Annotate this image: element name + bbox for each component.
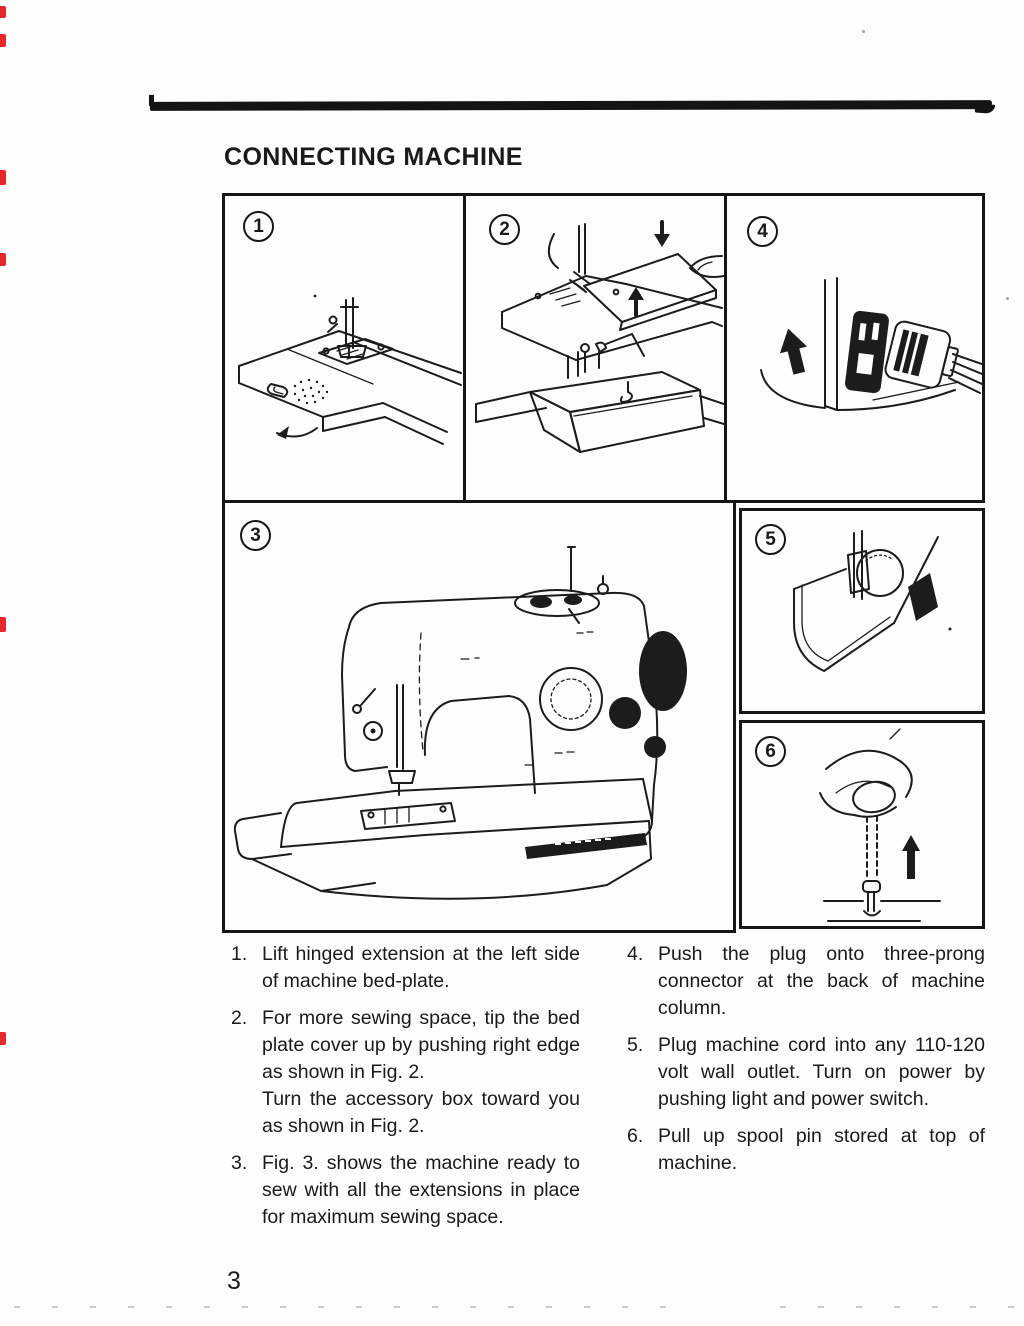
- grid-divider: [463, 196, 466, 500]
- figure-panel-6: [739, 720, 985, 929]
- fig5-illustration-power-switch: [793, 530, 952, 672]
- light-power-switch: [908, 573, 938, 621]
- figure-number-badge-1: 1: [243, 211, 274, 242]
- power-cord: [948, 353, 982, 394]
- selector-knob: [609, 697, 641, 729]
- instruction-item-4: 4. Push the plug onto three-prong connec…: [627, 941, 985, 1022]
- instruction-text: Fig. 3. shows the machine ready to sew w…: [262, 1152, 580, 1228]
- instruction-number: 3.: [231, 1152, 248, 1174]
- instruction-item-1: 1. Lift hinged extension at the left sid…: [231, 941, 580, 995]
- scan-speck: [1006, 297, 1009, 300]
- figure-number-badge-6: 6: [755, 736, 786, 767]
- instruction-text: Lift hinged extension at the left side o…: [262, 943, 580, 992]
- figure-number: 5: [765, 528, 776, 550]
- figure-number-badge-2: 2: [489, 214, 520, 245]
- figure-number: 4: [757, 220, 768, 242]
- handwheel: [639, 631, 687, 711]
- three-prong-socket: [845, 310, 889, 394]
- figure-number-badge-3: 3: [240, 520, 271, 551]
- scan-edge-mark: [0, 253, 6, 266]
- up-arrow-icon: [779, 328, 808, 375]
- instruction-item-6: 6. Pull up spool pin stored at top of ma…: [627, 1123, 985, 1177]
- grid-divider: [724, 196, 727, 500]
- scan-edge-mark: [0, 617, 6, 632]
- instruction-text: Pull up spool pin stored at top of machi…: [658, 1125, 985, 1174]
- fig4-illustration-plug-connector: [760, 277, 982, 411]
- instruction-number: 1.: [231, 943, 248, 965]
- figure-panel-5: [739, 508, 985, 714]
- scan-speck: [862, 30, 865, 33]
- figure-number-badge-5: 5: [755, 524, 786, 555]
- instruction-number: 4.: [627, 943, 644, 965]
- figure-number-badge-4: 4: [747, 216, 778, 247]
- scan-noise: [14, 1306, 674, 1308]
- instruction-number: 2.: [231, 1007, 248, 1029]
- scan-edge-mark: [0, 34, 6, 47]
- instruction-item-2: 2. For more sewing space, tip the bed pl…: [231, 1005, 580, 1140]
- scan-edge-mark: [0, 6, 6, 18]
- instruction-text: Push the plug onto three-prong connector…: [658, 943, 985, 1019]
- scan-edge-mark: [0, 170, 6, 185]
- instructions-right-column: 4. Push the plug onto three-prong connec…: [627, 941, 985, 1187]
- brand-band: [525, 833, 647, 859]
- instruction-text: For more sewing space, tip the bed plate…: [262, 1007, 580, 1137]
- figure-panel-3: [222, 500, 736, 933]
- figure-number: 3: [250, 524, 261, 546]
- power-plug: [884, 320, 959, 389]
- instruction-item-5: 5. Plug machine cord into any 110-120 vo…: [627, 1032, 985, 1113]
- instruction-item-3: 3. Fig. 3. shows the machine ready to se…: [231, 1150, 580, 1231]
- page-number: 3: [227, 1267, 241, 1295]
- instruction-number: 5.: [627, 1034, 644, 1056]
- top-rule: [149, 100, 993, 111]
- figure-number: 2: [499, 218, 510, 240]
- fig6-illustration-spool-pin: [819, 728, 941, 922]
- up-arrow-icon: [628, 287, 644, 317]
- scan-noise: [780, 1306, 1020, 1308]
- fig2-illustration-bed-cover: [475, 220, 724, 453]
- flip-arrow-icon: [277, 426, 289, 439]
- scan-edge-mark: [0, 1032, 6, 1045]
- page-title: CONNECTING MACHINE: [224, 143, 523, 171]
- instruction-number: 6.: [627, 1125, 644, 1147]
- figure-number: 1: [253, 215, 264, 237]
- figure-number: 6: [765, 740, 776, 762]
- down-arrow-icon: [654, 220, 670, 247]
- instructions-left-column: 1. Lift hinged extension at the left sid…: [231, 941, 580, 1241]
- fig3-illustration-full-machine: [233, 546, 687, 900]
- instruction-text: Plug machine cord into any 110-120 volt …: [658, 1034, 985, 1110]
- fig1-illustration-bed-extension: [238, 294, 462, 445]
- up-arrow-icon: [902, 835, 920, 879]
